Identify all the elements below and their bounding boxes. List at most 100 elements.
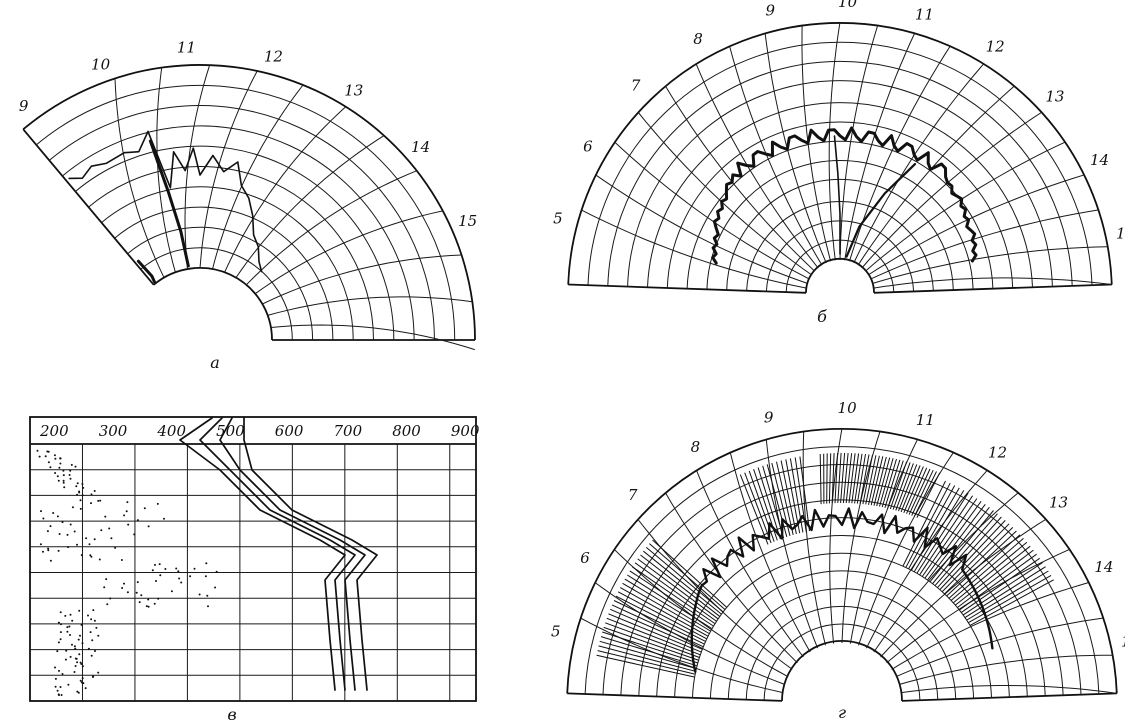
panel-c-dot [206, 594, 209, 597]
panel-c-dot [65, 649, 68, 652]
panel-c-dot [154, 563, 156, 566]
panel-b-time-line [872, 246, 1108, 284]
panel-d-hatch-center [889, 461, 908, 510]
panel-c-dot [92, 609, 95, 612]
panel-d-hatch-right [934, 513, 998, 586]
panel-c-dot [62, 474, 65, 477]
panel-d-hatch-left [627, 574, 713, 629]
panel-d-time-line [841, 430, 881, 644]
panel-c-dot [198, 593, 201, 596]
panel-d-hatch-center [881, 458, 897, 508]
panel-b-trace [711, 126, 978, 265]
panel-c-dot [125, 510, 128, 513]
panel-c-dot [69, 634, 71, 636]
panel-c-dot [49, 559, 52, 562]
panel-c-dot [126, 591, 129, 594]
panel-d-grid-arc [602, 464, 1082, 695]
panel-a-grid-arc [62, 125, 415, 341]
panel-c-dot [90, 502, 92, 505]
panel-c-dot [87, 614, 89, 617]
panel-c-dot [44, 455, 47, 458]
panel-a-time-line [267, 296, 473, 316]
panel-c-dot [155, 580, 157, 582]
panel-c-dot [103, 586, 106, 589]
panel-d-hatch-right [946, 530, 1017, 597]
panel-c-dot [75, 657, 78, 660]
panel-c-dot [57, 641, 60, 644]
panel-d-hatch-left [606, 617, 701, 656]
panel-a-grid-arc [35, 84, 456, 341]
panel-d-hatch-center [916, 472, 941, 518]
panel-c-dot [40, 510, 42, 513]
panel-c-dot [135, 591, 138, 594]
panel-c-dot [145, 605, 148, 608]
panel-c-curve [199, 417, 356, 691]
panel-c-dot [57, 621, 60, 624]
panel-d-hatch-left [599, 640, 697, 669]
panel-c-dot [60, 623, 62, 626]
panel-c-dot [126, 501, 129, 504]
panel-c-dot [56, 475, 59, 478]
panel-d-hatch-left [643, 550, 722, 615]
panel-c-dot [76, 690, 79, 693]
panel-d-hatch-center [840, 452, 846, 504]
panel-d-grid-arc [638, 499, 1046, 696]
panel-d-hatch-right [955, 545, 1031, 606]
panel-b-time-line [614, 141, 810, 280]
panel-c-dot [76, 661, 79, 664]
panel-b-time-line [828, 21, 841, 261]
panel-d-hatch-center [859, 454, 870, 504]
panel-d-hatch-left [613, 600, 705, 645]
panel-d-tick-label: 8 [691, 438, 701, 456]
panel-d-hatch-center [868, 455, 880, 505]
panel-b-time-line [861, 111, 1043, 269]
panel-c-dot [97, 671, 100, 674]
panel-c-dot [88, 543, 91, 546]
panel-c-dot [69, 655, 72, 658]
panel-d-hatch-center [911, 469, 934, 516]
panel-a-tick-label: 15 [458, 212, 477, 230]
panel-c-dot [97, 634, 100, 637]
panel-c-dot [76, 493, 79, 496]
panel-d-hatch-left [645, 547, 724, 613]
panel-d-hatch-left [598, 645, 696, 672]
panel-c-dot [47, 549, 50, 552]
panel-c-dot [56, 689, 59, 692]
panel-a-time-line [235, 135, 385, 278]
panel-c-dot [66, 533, 69, 536]
panel-d-time-line [580, 617, 784, 694]
panel-c-dot [89, 554, 92, 557]
panel-c-dot [90, 555, 93, 558]
panel-c-dot [99, 499, 102, 502]
panel-c-dot [157, 597, 160, 600]
panel-d-time-line [873, 491, 1020, 653]
panel-c-dot [64, 614, 67, 617]
panel-c-dot [114, 546, 117, 549]
panel-c-curve [179, 417, 346, 691]
panel-b-tick-label: 12 [986, 38, 1005, 56]
panel-c-x-tick-label: 800 [392, 422, 421, 440]
panel-d-hatch-right [963, 562, 1043, 616]
panel-c-dot [136, 581, 139, 584]
panel-d-hatch-center [895, 463, 914, 511]
panel-c-dot [158, 563, 161, 566]
panel-a-grid-arc [140, 247, 293, 341]
panel-c-dot [100, 529, 103, 532]
panel-c-dot [89, 631, 92, 634]
panel-c-dot [180, 581, 183, 584]
panel-d-hatch-left [605, 622, 700, 658]
panel-c-dot [123, 514, 126, 517]
panel-c-dot [81, 483, 84, 485]
panel-c-curve [243, 417, 378, 691]
panel-c-dot [104, 515, 107, 518]
panel-c-dot [81, 642, 84, 645]
panel-d-hatch-left [602, 631, 698, 664]
panel-c-dot [63, 486, 66, 489]
panel-c-dot [80, 554, 83, 557]
panel-d-time-line [664, 492, 798, 664]
panel-d-hatch-center [903, 466, 924, 513]
panel-d-hatch-center [906, 467, 928, 514]
panel-c-dot [57, 549, 60, 552]
panel-c-dot [78, 491, 81, 494]
panel-d-hatch-right [966, 570, 1049, 621]
